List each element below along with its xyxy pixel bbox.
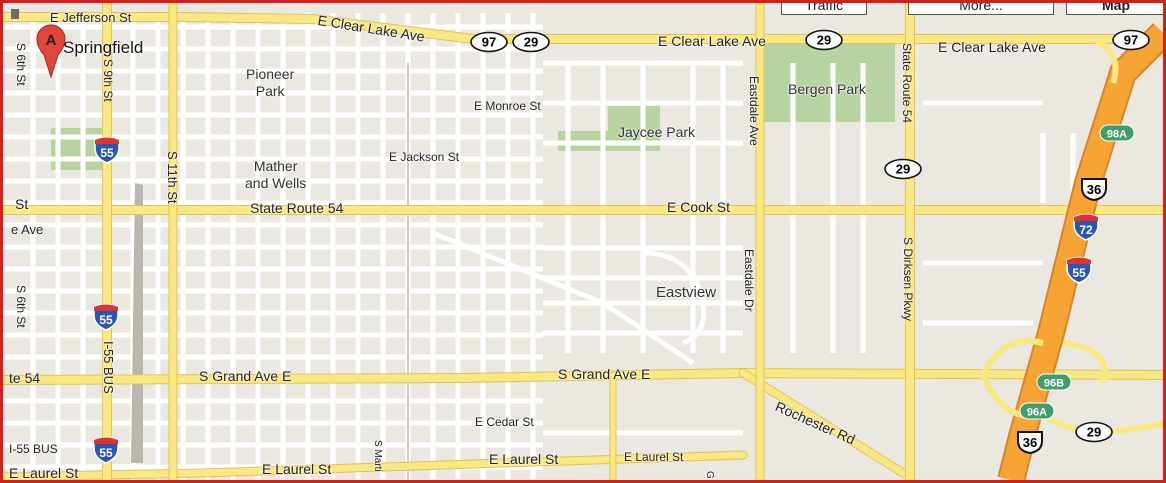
grand-ave [3,368,1163,384]
street-label-s-grand-2: S Grand Ave E [558,366,651,382]
street-label-e-clear-lake-3: E Clear Lake Ave [938,39,1046,55]
svg-text:97: 97 [1124,33,1138,48]
svg-text:96A: 96A [1027,407,1047,419]
interstate-55-shield: 55 [93,303,119,331]
location-marker-icon[interactable]: A [34,23,68,79]
city-label: Springfield [63,38,144,57]
more-button[interactable]: More... [908,3,1054,15]
interchange-ramp [980,338,1044,377]
us-36-shield: 36 [1017,431,1043,455]
exit-98a-badge: 98A [1099,124,1135,142]
svg-text:98A: 98A [1107,129,1127,141]
route-29-shield: 29 [884,158,922,180]
street-label-g: G [704,471,715,479]
street-label-e-jefferson: E Jefferson St [50,10,132,25]
street-label-e-laurel-3: E Laurel St [624,450,684,464]
place-label-mather-and-wells: Mather and Wells [245,158,307,191]
svg-text:55: 55 [99,446,113,460]
bergen-park-area [760,44,895,122]
street-label-e-cook: E Cook St [667,199,731,215]
svg-text:55: 55 [99,313,113,327]
route-29-shield: 29 [512,31,550,53]
minor-street [642,250,707,346]
map-canvas[interactable] [3,3,1163,480]
svg-text:97: 97 [482,35,496,50]
interstate-55-shield: 55 [93,436,119,464]
minor-street [432,230,604,306]
street-label-s-martin: S Marti [372,440,383,472]
route-97-shield: 97 [470,31,508,53]
route-29-shield: 29 [805,29,843,51]
svg-text:55: 55 [1072,266,1086,280]
place-label-pioneer-park: Pioneer Park [246,66,295,99]
interchange-ramp [1091,36,1119,84]
place-label-jaycee-park: Jaycee Park [618,124,696,140]
street-label-e-laurel-1: E Laurel St [262,461,332,477]
clear-lake-ave [3,13,1163,43]
interstate-55-shield: 55 [94,136,120,164]
svg-text:36: 36 [1087,182,1101,197]
svg-text:A: A [46,32,57,49]
street-label-eastdale-ave: Eastdale Ave [747,76,761,146]
map-corner-icon [11,9,19,19]
street-label-i55-bus-vertical: I-55 BUS [101,341,116,394]
street-label-s-11th: S 11th St [165,151,180,204]
street-label-e-clear-lake-2: E Clear Lake Ave [658,33,766,49]
svg-text:36: 36 [1023,435,1037,450]
street-label-e-laurel-2: E Laurel St [489,451,559,467]
route-29-shield: 29 [1075,421,1113,443]
street-label-s-grand-1: S Grand Ave E [199,368,292,384]
interstate-72-shield: 72 [1073,213,1099,241]
rochester-rd [739,369,907,477]
street-label-i55-bus: I-55 BUS [9,442,58,456]
street-label-e-monroe: E Monroe St [474,99,541,113]
svg-text:29: 29 [1087,425,1101,440]
map-type-button[interactable]: Map [1066,3,1163,15]
street-label-route-54-left: te 54 [9,370,41,386]
us-36-shield: 36 [1081,178,1107,202]
place-label-eastview: Eastview [656,284,717,301]
exit-96a-badge: 96A [1019,402,1055,420]
place-label-bergen-park: Bergen Park [788,81,866,97]
jaycee-park-area [558,106,660,151]
street-label-e-jackson: E Jackson St [389,150,460,164]
svg-text:29: 29 [524,35,538,50]
street-label-e-laurel-left: E Laurel St [9,465,79,481]
svg-text:96B: 96B [1044,378,1064,390]
street-label-s-6th-2: S 6th St [14,285,28,328]
svg-text:55: 55 [100,146,114,160]
street-label-state-route-54-vertical: State Route 54 [900,43,914,124]
street-label-s-6th-1: S 6th St [14,43,28,86]
svg-text:29: 29 [817,33,831,48]
traffic-button[interactable]: Traffic [781,3,867,15]
street-label-ave-left: e Ave [11,222,44,237]
minor-street [601,300,695,366]
exit-96b-badge: 96B [1036,373,1072,391]
route-97-shield: 97 [1112,29,1150,51]
street-label-eastdale-dr: Eastdale Dr [742,249,756,312]
street-label-st-left: St [15,196,29,212]
svg-text:29: 29 [896,162,910,177]
street-label-state-route-54: State Route 54 [250,200,344,216]
railroad-strip [131,183,143,463]
svg-text:72: 72 [1079,223,1093,237]
street-label-s-dirksen: S Dirksen Pkwy [901,237,915,322]
interstate-55-shield: 55 [1066,256,1092,284]
street-label-s-9th: S 9th St [101,59,115,102]
street-label-e-cedar: E Cedar St [475,415,534,429]
interchange-ramp [1062,340,1108,384]
